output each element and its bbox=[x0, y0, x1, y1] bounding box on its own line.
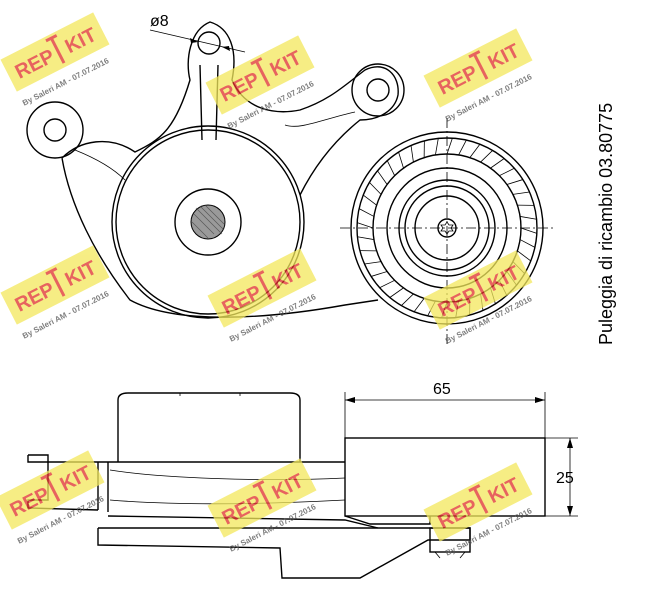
watermark-badge bbox=[0, 245, 110, 325]
pulley-rib bbox=[364, 261, 382, 265]
watermark-badge bbox=[205, 35, 315, 115]
center-bore bbox=[190, 204, 226, 240]
width-dimension: 65 bbox=[344, 381, 546, 438]
bore-hatch bbox=[191, 205, 225, 239]
side-curve bbox=[109, 469, 346, 480]
top-arm bbox=[199, 64, 219, 141]
wrench-icon bbox=[45, 34, 66, 64]
left-ear-hole bbox=[43, 118, 67, 142]
side-cap bbox=[117, 392, 301, 462]
pulley-rib bbox=[520, 216, 537, 220]
pulley-rib bbox=[512, 191, 530, 195]
wrench-icon bbox=[40, 472, 61, 502]
pulley-rib bbox=[480, 150, 493, 163]
width-label: 65 bbox=[433, 381, 451, 398]
watermark-badge bbox=[0, 450, 105, 530]
main-housing-circle bbox=[111, 125, 305, 319]
pulley-rib bbox=[520, 227, 537, 234]
spare-pulley-note: Puleggia di ricambio 03.80775 bbox=[596, 103, 616, 345]
pulley-rib bbox=[357, 236, 374, 240]
pulley-rib bbox=[398, 152, 404, 169]
pulley-rib bbox=[490, 158, 505, 169]
wrench-icon bbox=[468, 484, 489, 514]
right-ear-hole bbox=[366, 78, 390, 102]
height-label: 25 bbox=[556, 470, 574, 487]
wrench-icon bbox=[45, 267, 66, 297]
left-ear-boss bbox=[26, 101, 84, 159]
pulley-rib bbox=[357, 222, 374, 229]
pulley-rib bbox=[362, 194, 377, 206]
pulley-rib bbox=[435, 138, 439, 155]
hole-diameter-dimension: ø8 bbox=[149, 13, 246, 53]
pulley-rib bbox=[413, 298, 425, 313]
wrench-icon bbox=[250, 57, 271, 87]
wrench-icon bbox=[252, 480, 273, 510]
pulley-rib bbox=[389, 287, 404, 298]
right-ear-boss bbox=[351, 63, 405, 117]
tensioner-side-view bbox=[27, 392, 546, 579]
watermark-badge bbox=[423, 28, 533, 108]
side-base-plate bbox=[97, 527, 471, 579]
pulley-rib bbox=[458, 139, 467, 156]
rib-left bbox=[74, 149, 126, 181]
pulley-rib bbox=[410, 145, 414, 163]
wrench-icon bbox=[468, 50, 489, 80]
wrench-icon bbox=[468, 272, 489, 302]
pulley-rib bbox=[519, 239, 536, 248]
tensioner-body-outline bbox=[61, 21, 399, 318]
pulley-rib bbox=[379, 279, 395, 289]
pulley-rib bbox=[386, 160, 396, 176]
height-dimension: 25 bbox=[545, 437, 578, 517]
pulley-rib bbox=[446, 138, 453, 155]
watermark-badge bbox=[207, 458, 317, 538]
center-boss bbox=[174, 188, 242, 256]
pulley-rib bbox=[371, 271, 388, 277]
pulley-rib bbox=[358, 208, 375, 217]
pulley-rib bbox=[517, 250, 532, 262]
top-ear-hole bbox=[197, 31, 221, 55]
watermark-badge bbox=[0, 12, 110, 92]
watermark-badge bbox=[207, 248, 317, 328]
rib-right bbox=[284, 111, 356, 127]
tensioner-front-view bbox=[26, 21, 405, 319]
wrench-icon bbox=[252, 270, 273, 300]
watermark-badge bbox=[423, 462, 533, 542]
watermark-badge bbox=[423, 250, 533, 330]
pulley-rib bbox=[369, 182, 382, 195]
pulley-rib bbox=[377, 170, 388, 185]
inner-housing-circle bbox=[115, 129, 301, 315]
pulley-rib bbox=[506, 179, 523, 185]
side-mid-line bbox=[107, 515, 379, 529]
pulley-rib bbox=[499, 167, 515, 177]
pulley-rib bbox=[469, 143, 481, 158]
pulley-rib bbox=[401, 293, 414, 306]
hole-diameter-label: ø8 bbox=[150, 13, 169, 30]
